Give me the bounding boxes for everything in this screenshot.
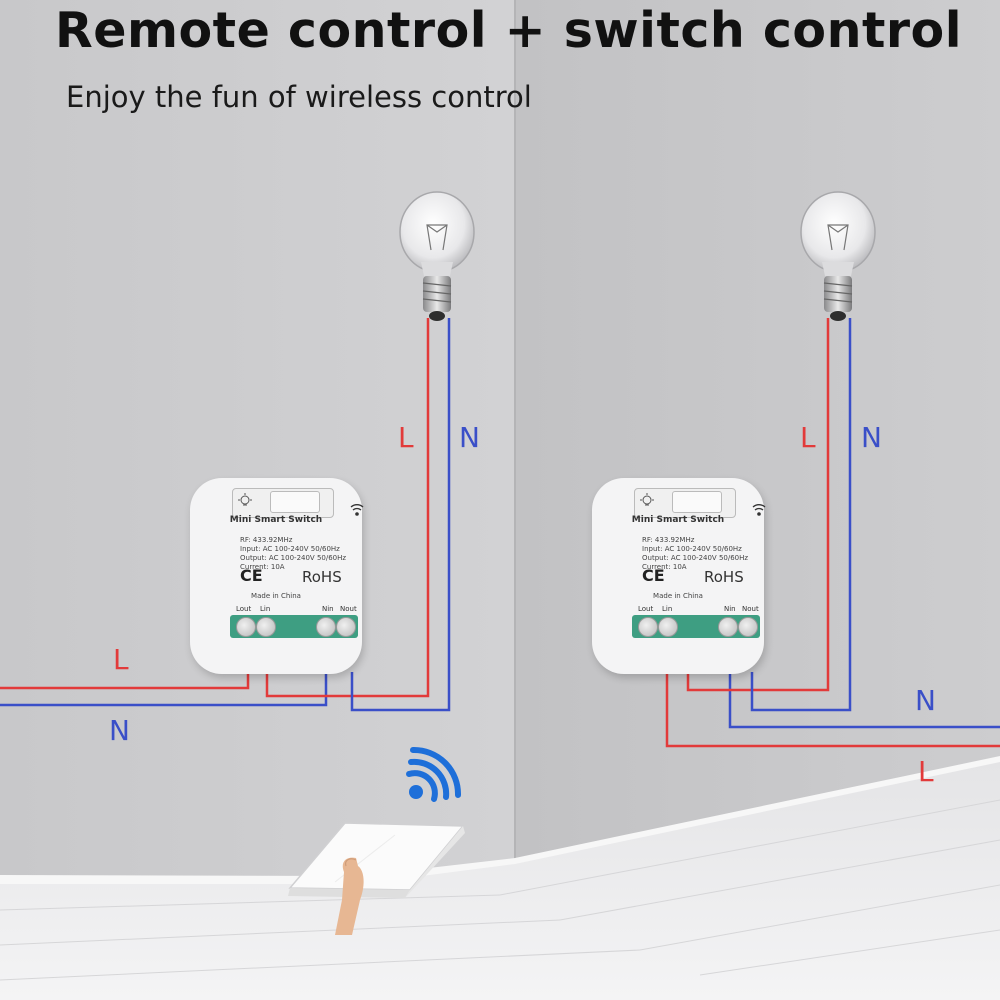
- left-wires: [0, 318, 451, 712]
- terminal-screw: [658, 617, 678, 637]
- left-live-in-wire: [0, 672, 250, 690]
- button-key: [672, 491, 722, 513]
- hand-icon: [335, 857, 364, 935]
- wire-label-live: L: [398, 421, 414, 454]
- floor-planks: [0, 799, 1000, 981]
- module-title: Mini Smart Switch: [229, 515, 323, 525]
- left-live-out-wire: [265, 318, 430, 698]
- wire-label-live: L: [113, 643, 129, 676]
- bulb-button-icon: [238, 493, 252, 506]
- module-button[interactable]: [634, 488, 756, 518]
- made-in-label: Made in China: [653, 592, 703, 600]
- wire-label-live: L: [800, 421, 816, 454]
- module-current-spec: Current: 10A: [240, 563, 285, 571]
- wire-label-neutral: N: [915, 684, 936, 717]
- light-bulb-icon: [399, 191, 475, 321]
- terminal-screw: [718, 617, 738, 637]
- right-neutral-out-wire: [750, 318, 852, 712]
- terminal-label-nin: Nin: [322, 605, 334, 613]
- terminal-label-nin: Nin: [724, 605, 736, 613]
- wall-switch-icon: [288, 822, 465, 898]
- terminal-block: [230, 615, 358, 638]
- module-output-spec: Output: AC 100-240V 50/60Hz: [240, 554, 347, 562]
- right-live-out-wire: [686, 318, 830, 692]
- module-button[interactable]: [232, 488, 354, 518]
- smart-switch-module-right: Mini Smart Switch RF: 433.92MHz Input: A…: [592, 478, 766, 674]
- terminal-label-lout: Lout: [236, 605, 252, 613]
- floor: [0, 760, 1000, 1000]
- module-title: Mini Smart Switch: [631, 515, 725, 525]
- rohs-mark: RoHS: [704, 568, 744, 586]
- module-current-spec: Current: 10A: [642, 563, 687, 571]
- module-input-spec: Input: AC 100-240V 50/60Hz: [642, 545, 742, 553]
- smart-switch-module-left: Mini Smart Switch RF: 433.92MHz Input: A…: [190, 478, 364, 674]
- headline: Remote control + switch control: [55, 2, 962, 59]
- right-live-in-wire: [665, 672, 1000, 748]
- right-wires: [665, 318, 1000, 748]
- wire-label-neutral: N: [109, 714, 130, 747]
- terminal-screw: [316, 617, 336, 637]
- subheadline: Enjoy the fun of wireless control: [66, 80, 532, 114]
- wireless-signal-icon: [406, 746, 462, 802]
- terminal-screw: [336, 617, 356, 637]
- terminal-screw: [236, 617, 256, 637]
- wire-label-live: L: [918, 755, 934, 788]
- left-neutral-out-wire: [350, 318, 451, 712]
- module-rf-spec: RF: 433.92MHz: [240, 536, 293, 544]
- terminal-label-lin: Lin: [662, 605, 673, 613]
- wifi-status-icon: [350, 504, 364, 516]
- button-key: [270, 491, 320, 513]
- rohs-mark: RoHS: [302, 568, 342, 586]
- ce-mark: CE: [642, 566, 665, 585]
- ce-mark: CE: [240, 566, 263, 585]
- module-output-spec: Output: AC 100-240V 50/60Hz: [642, 554, 749, 562]
- terminal-label-lin: Lin: [260, 605, 271, 613]
- terminal-screw: [738, 617, 758, 637]
- terminal-block: [632, 615, 760, 638]
- wire-label-neutral: N: [459, 421, 480, 454]
- terminal-label-lout: Lout: [638, 605, 654, 613]
- terminal-screw: [638, 617, 658, 637]
- wire-label-neutral: N: [861, 421, 882, 454]
- module-input-spec: Input: AC 100-240V 50/60Hz: [240, 545, 340, 553]
- terminal-label-nout: Nout: [742, 605, 759, 613]
- terminal-screw: [256, 617, 276, 637]
- light-bulb-icon: [800, 191, 876, 321]
- made-in-label: Made in China: [251, 592, 301, 600]
- left-neutral-in-wire: [0, 672, 328, 707]
- module-rf-spec: RF: 433.92MHz: [642, 536, 695, 544]
- bulb-button-icon: [640, 493, 654, 506]
- wifi-status-icon: [752, 504, 766, 516]
- terminal-label-nout: Nout: [340, 605, 357, 613]
